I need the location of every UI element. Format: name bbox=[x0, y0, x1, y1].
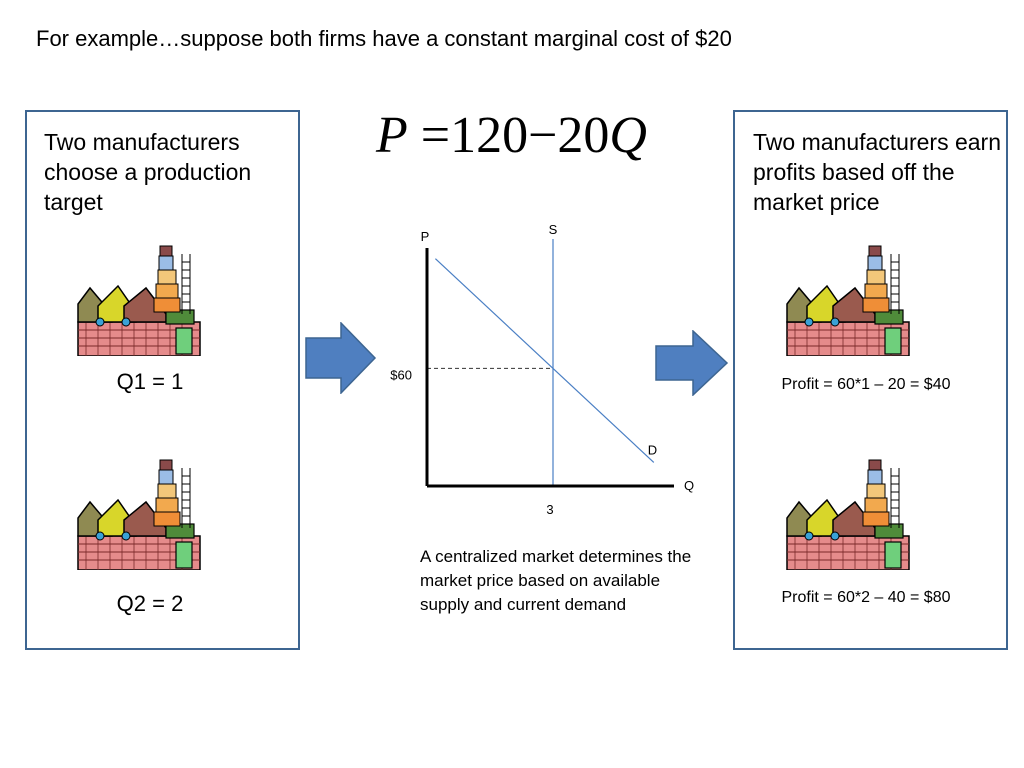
slide-title: For example…suppose both firms have a co… bbox=[36, 26, 732, 52]
factory-icon bbox=[785, 244, 911, 356]
arrow-right-icon bbox=[305, 322, 377, 394]
demand-curve bbox=[435, 259, 653, 463]
demand-equation: P =120−20Q bbox=[376, 106, 647, 165]
factory-icon bbox=[76, 458, 202, 570]
factory-icon bbox=[76, 244, 202, 356]
y-tick-label: $60 bbox=[390, 367, 412, 382]
equation-slope: 20 bbox=[557, 107, 609, 164]
factory-icon bbox=[785, 458, 911, 570]
firm-2-quantity: Q2 = 2 bbox=[70, 591, 230, 617]
demand-label: D bbox=[648, 442, 657, 457]
equation-minus: − bbox=[528, 107, 557, 164]
equation-price-var: P bbox=[376, 107, 408, 164]
firm-1-profit: Profit = 60*1 – 20 = $40 bbox=[736, 376, 996, 394]
right-panel-heading: Two manufacturers earn profits based off… bbox=[753, 127, 1003, 217]
market-caption: A centralized market determines the mark… bbox=[420, 545, 700, 617]
equation-equals: = bbox=[421, 107, 450, 164]
quantity-axis-label: Q bbox=[684, 478, 694, 493]
equation-intercept: 120 bbox=[450, 107, 528, 164]
supply-label: S bbox=[549, 222, 558, 237]
firm-2-profit: Profit = 60*2 – 40 = $80 bbox=[736, 589, 996, 607]
supply-demand-chart: P Q S D $60 3 bbox=[370, 222, 710, 522]
price-axis-label: P bbox=[421, 229, 430, 244]
equation-quantity-var: Q bbox=[609, 107, 647, 164]
x-tick-label: 3 bbox=[546, 502, 553, 517]
firm-1-quantity: Q1 = 1 bbox=[70, 369, 230, 395]
left-panel-heading: Two manufacturers choose a production ta… bbox=[44, 127, 294, 217]
